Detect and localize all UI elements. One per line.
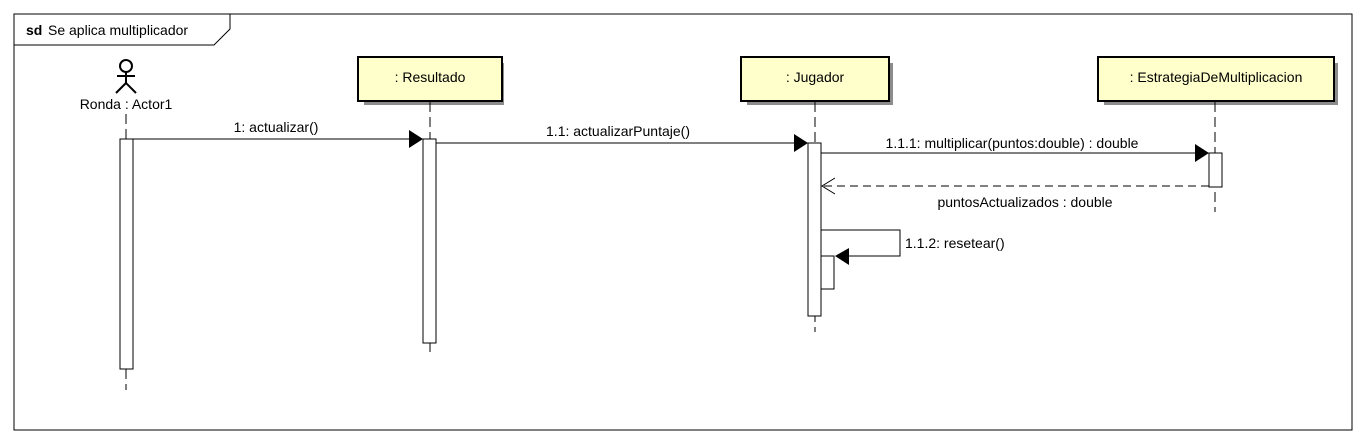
- actor-icon: [115, 59, 137, 94]
- message-arrowhead-1-1-1: [1195, 144, 1209, 162]
- lifeline-label-resultado: : Resultado: [395, 69, 466, 85]
- message-label-1-1: 1.1: actualizarPuntaje(): [546, 123, 690, 139]
- frame-title: Se aplica multiplicador: [48, 22, 188, 38]
- message-label-1: 1: actualizar(): [234, 119, 319, 135]
- actor-label: Ronda : Actor1: [80, 96, 173, 112]
- activation-jugador-nested: [820, 255, 835, 290]
- lifeline-head-jugador: : Jugador: [740, 56, 893, 105]
- activation-jugador: [807, 142, 822, 317]
- reply-arrowhead: [821, 177, 836, 195]
- self-message-arrowhead: [835, 248, 849, 265]
- lifeline-head-estrategia: : EstrategiaDeMultiplicacion: [1097, 56, 1338, 105]
- diagram-frame: [13, 13, 1353, 431]
- self-message-label: 1.1.2: resetear(): [905, 235, 1005, 251]
- message-arrowhead-1: [409, 130, 423, 148]
- frame-tab: [14, 14, 231, 46]
- frame-keyword: sd: [26, 22, 42, 38]
- self-message-arrow: [821, 229, 901, 257]
- lifeline-label-jugador: : Jugador: [786, 69, 845, 85]
- message-label-1-1-1: 1.1.1: multiplicar(puntos:double) : doub…: [886, 135, 1139, 151]
- activation-estrategia: [1208, 152, 1223, 188]
- reply-label: puntosActualizados : double: [937, 194, 1112, 210]
- lifeline-label-estrategia: : EstrategiaDeMultiplicacion: [1130, 69, 1303, 85]
- message-arrowhead-1-1: [794, 134, 808, 152]
- lifeline-head-resultado: : Resultado: [357, 56, 504, 105]
- activation-actor: [119, 138, 134, 370]
- activation-resultado: [422, 138, 437, 344]
